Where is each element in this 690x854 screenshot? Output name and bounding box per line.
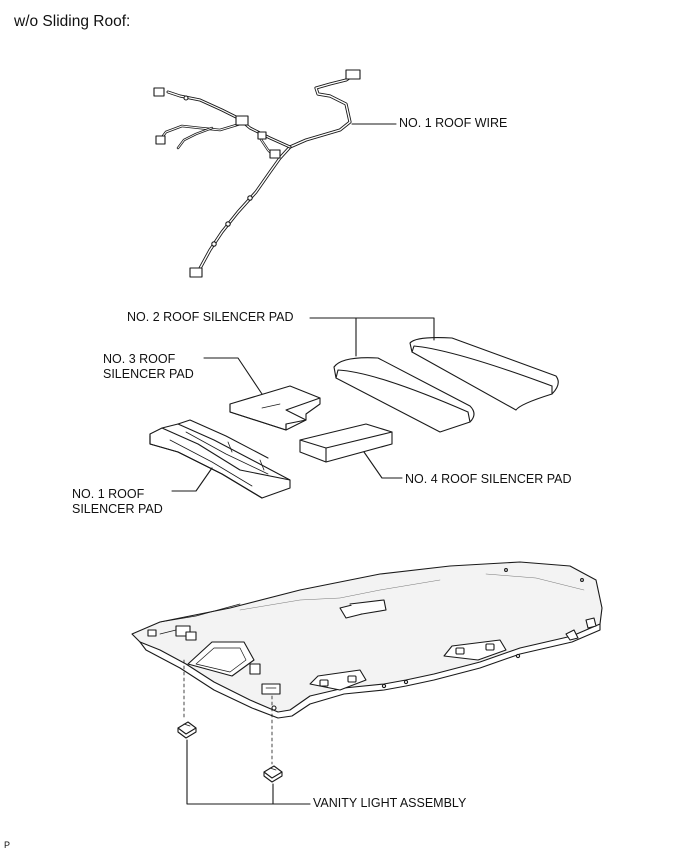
no2-silencer-pad-middle bbox=[333, 357, 475, 433]
label-no4-roof-silencer-pad: NO. 4 ROOF SILENCER PAD bbox=[405, 472, 572, 486]
label-vanity-light-assembly: VANITY LIGHT ASSEMBLY bbox=[313, 796, 467, 810]
no2-silencer-pad-right bbox=[409, 337, 559, 411]
no1-silencer-pad bbox=[149, 419, 291, 499]
label-no2-roof-silencer-pad: NO. 2 ROOF SILENCER PAD bbox=[127, 310, 294, 324]
leader-vanity-left bbox=[186, 739, 311, 805]
label-no1-roof-wire: NO. 1 ROOF WIRE bbox=[399, 116, 508, 130]
roof-wire-harness bbox=[153, 69, 361, 278]
label-no1-roof-silencer-pad: NO. 1 ROOF SILENCER PAD bbox=[72, 487, 163, 516]
vanity-light-left bbox=[177, 721, 197, 739]
no3-silencer-pad bbox=[229, 385, 321, 431]
leader-pad4 bbox=[363, 451, 403, 479]
leader-pad3 bbox=[203, 357, 263, 395]
leader-pad1 bbox=[171, 467, 213, 492]
leader-pad2-right bbox=[309, 317, 435, 341]
vanity-light-right bbox=[263, 765, 283, 783]
diagram-heading: w/o Sliding Roof: bbox=[14, 13, 131, 30]
no4-silencer-pad bbox=[299, 423, 393, 463]
label-no3-roof-silencer-pad: NO. 3 ROOF SILENCER PAD bbox=[103, 352, 194, 381]
roof-headliner bbox=[131, 561, 603, 719]
figure-code: P bbox=[4, 840, 11, 850]
